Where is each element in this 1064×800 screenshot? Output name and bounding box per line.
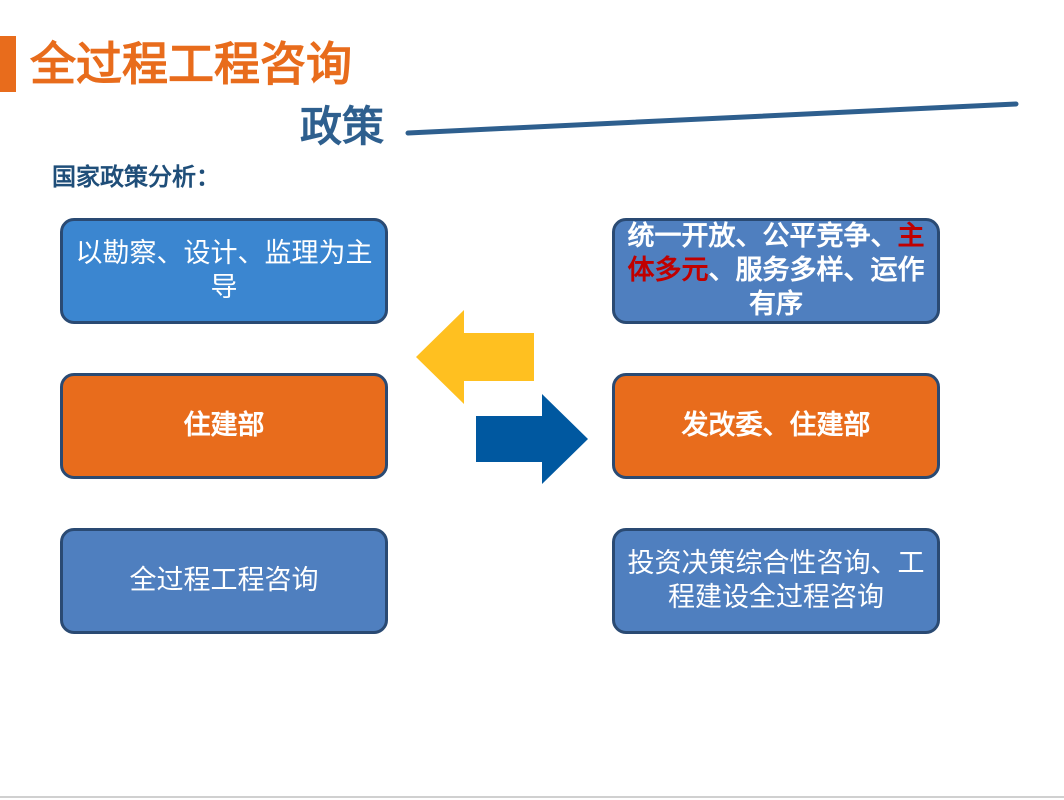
- market-principles-part1: 统一开放、公平竞争、: [627, 221, 898, 252]
- right-arrow-icon: [476, 394, 588, 484]
- box-investment-consulting-text: 投资决策综合性咨询、工程建设全过程咨询: [627, 548, 925, 613]
- box-ministry-housing: 住建部: [60, 373, 388, 479]
- box-survey-design-supervision: 以勘察、设计、监理为主导: [60, 218, 388, 324]
- market-principles-part2: 、服务多样、运作有序: [708, 255, 925, 320]
- box-market-principles: 统一开放、公平竞争、主体多元、服务多样、运作有序: [612, 218, 940, 324]
- market-principles-highlight: 主体多元: [627, 221, 925, 286]
- box-ndrc-housing-text: 发改委、住建部: [681, 410, 871, 441]
- page-title: 全过程工程咨询: [30, 37, 352, 91]
- box-ndrc-housing: 发改委、住建部: [612, 373, 940, 479]
- box-survey-design-supervision-text: 以勘察、设计、监理为主导: [75, 238, 373, 303]
- title-accent-bar: [0, 36, 16, 92]
- box-whole-process-consulting: 全过程工程咨询: [60, 528, 388, 634]
- box-ministry-housing-text: 住建部: [183, 410, 265, 441]
- section-label: 国家政策分析：: [52, 163, 220, 191]
- bottom-rule: [0, 796, 1064, 798]
- box-market-principles-text: 统一开放、公平竞争、主体多元、服务多样、运作有序: [625, 220, 927, 322]
- box-investment-consulting: 投资决策综合性咨询、工程建设全过程咨询: [612, 528, 940, 634]
- left-arrow-icon: [416, 310, 534, 404]
- page-subtitle: 政策: [300, 102, 385, 151]
- box-whole-process-consulting-text: 全过程工程咨询: [129, 565, 319, 596]
